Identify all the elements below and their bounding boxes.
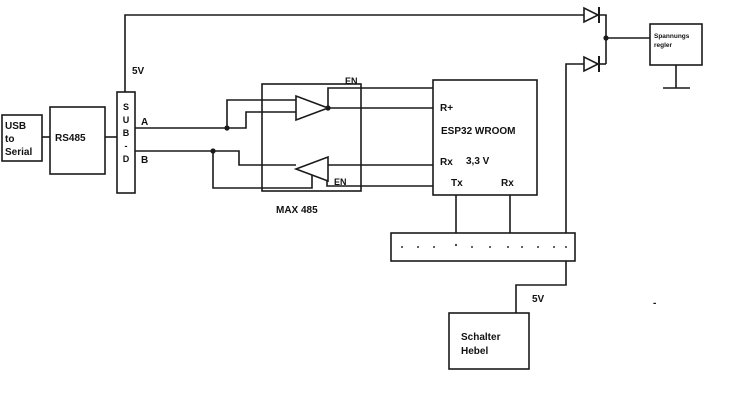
wire-line-b <box>135 150 313 189</box>
pin-tx-label: Tx <box>451 178 463 189</box>
rs485-box <box>49 106 106 175</box>
max485-label: MAX 485 <box>276 205 318 216</box>
lever-switch-box <box>448 312 530 370</box>
junction-dot <box>224 125 230 131</box>
wire-line-a <box>135 99 296 129</box>
junction-dot <box>210 148 216 154</box>
wire-diode-top-out <box>600 14 607 38</box>
label-5v-top: 5V <box>132 66 145 77</box>
subd-letter-d: D <box>123 154 130 164</box>
pin-rx-left-label: Rx <box>440 157 453 168</box>
usb-label-line2: to <box>5 134 14 145</box>
label-en-bottom: EN <box>334 177 347 187</box>
driver-amplifier <box>295 94 331 122</box>
diode-bottom-icon <box>583 55 600 73</box>
wire-line-b-branch <box>213 150 296 166</box>
regulator-label-line1: Spannungs <box>654 33 690 40</box>
subd-letter-s: S <box>123 102 129 112</box>
voltage-33-label: 3,3 V <box>466 156 490 167</box>
switch-label-line1: Schalter <box>461 332 501 343</box>
rs485-label: RS485 <box>55 133 86 144</box>
subd-letter-b: B <box>123 128 130 138</box>
esp32-label: ESP32 WROOM <box>441 126 515 137</box>
pin-header-connector <box>390 232 576 262</box>
regulator-label-line2: regler <box>654 42 673 49</box>
usb-label-line1: USB <box>5 121 26 132</box>
junction-dot <box>603 35 609 41</box>
receiver-amplifier <box>293 155 329 183</box>
label-en-top: EN <box>345 76 358 86</box>
pin-rx-bottom-label: Rx <box>501 178 514 189</box>
wire-switch-5v <box>515 63 584 313</box>
wire-5v-rail <box>124 14 584 92</box>
label-line-b: B <box>141 155 148 166</box>
switch-label-line2: Hebel <box>461 346 488 357</box>
label-line-a: A <box>141 117 148 128</box>
diode-top-icon <box>583 6 600 24</box>
esp32-box <box>432 79 538 196</box>
pin-rplus-label: R+ <box>440 103 453 114</box>
subd-letter-dash: - <box>125 141 128 151</box>
label-5v-bottom: 5V <box>532 294 545 305</box>
connector-pins <box>401 243 567 248</box>
wire-en-top <box>327 87 433 106</box>
usb-label-line3: Serial <box>5 147 32 158</box>
subd-letter-u: U <box>123 115 130 125</box>
usb-serial-box <box>1 114 43 162</box>
wire-line-a-branch <box>227 111 296 129</box>
regulator-box <box>649 23 703 66</box>
subd-connector <box>116 91 136 194</box>
max485-box <box>261 83 362 192</box>
dash-mark: - <box>653 298 656 309</box>
